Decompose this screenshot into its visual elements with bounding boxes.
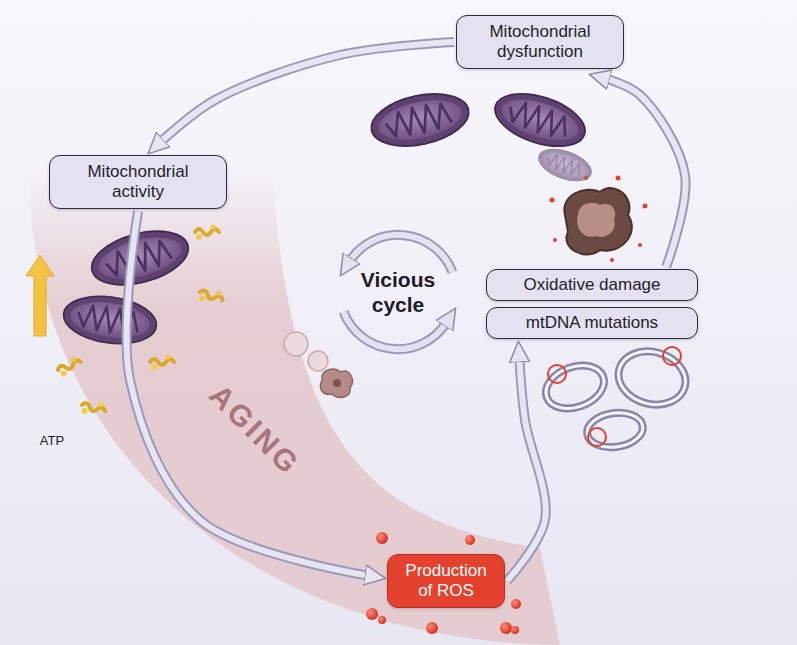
ros-speck (616, 176, 621, 181)
cycle-ring-arrow (344, 312, 447, 349)
atp-label: ATP (40, 433, 64, 449)
aging-band (30, 170, 560, 645)
mitochondrion (61, 291, 160, 349)
atp-molecule (150, 355, 174, 371)
ros-particle (511, 626, 519, 634)
cycle-ring-arrow (350, 235, 453, 272)
node-text: Mitochondrial dysfunction (467, 22, 613, 63)
ros-particle (511, 599, 521, 609)
ros-particle (366, 608, 378, 620)
cycle-ring-outline (344, 312, 447, 349)
connector-body (507, 358, 546, 581)
ros-speck (584, 176, 588, 180)
ros-particle (500, 622, 512, 634)
mitochondrion (488, 84, 591, 157)
cycle-arrow (606, 79, 686, 267)
connector-outline (160, 42, 454, 142)
connector-body (160, 42, 454, 142)
cycle-arrow (160, 42, 454, 142)
cell (308, 351, 328, 371)
node-text: mtDNA mutations (497, 313, 687, 333)
ros-particle (376, 532, 388, 544)
atp-molecule (55, 355, 83, 378)
ros-speck (610, 258, 614, 262)
mutation-marker (588, 428, 606, 446)
highlight-box: Production of ROS (387, 554, 505, 609)
ros-speck (550, 198, 555, 203)
mtdna-ring (585, 409, 645, 450)
ros-speck (638, 243, 642, 247)
mtdna-ring (612, 344, 691, 412)
damaged-cell (320, 369, 352, 397)
ros-speck (553, 238, 557, 242)
mutation-marker (548, 365, 566, 383)
node-text: Oxidative damage (497, 275, 687, 295)
cycle-ring-outline (350, 235, 453, 272)
ros-speck (643, 204, 648, 209)
atp-molecule (195, 225, 219, 241)
process-box: Oxidative damage (486, 269, 698, 301)
atp-molecule (197, 285, 225, 308)
mtdna-ring-core (540, 358, 610, 416)
ros-particle (426, 622, 438, 634)
mitochondrion (535, 143, 596, 187)
cycle-arrow (127, 211, 369, 575)
connector-outline (507, 358, 546, 581)
connector-body (127, 211, 369, 575)
cell (284, 332, 308, 356)
connector-body (606, 79, 686, 267)
connector-outline (606, 79, 686, 267)
process-box: mtDNA mutations (486, 307, 698, 339)
ros-particle (378, 616, 386, 624)
atp-molecule (80, 398, 107, 419)
mtdna-ring-core (612, 344, 691, 412)
process-box: Mitochondrial activity (49, 155, 227, 210)
mtdna-ring (540, 358, 610, 416)
node-text: Mitochondrial activity (60, 162, 216, 203)
node-text: Production of ROS (398, 561, 494, 602)
connector-outline (127, 211, 369, 575)
aging-label: AGING (202, 377, 308, 483)
process-box: Mitochondrial dysfunction (456, 15, 624, 70)
increase-arrow (26, 255, 54, 336)
mutation-marker (663, 347, 681, 365)
mtdna-ring-core (585, 409, 645, 450)
ros-particle (465, 535, 475, 545)
mitochondrion (86, 222, 194, 295)
mitochondrion (367, 86, 474, 154)
cycle-label: Vicious cycle (354, 267, 442, 317)
cell-core (333, 379, 341, 387)
cycle-arrow (507, 358, 546, 581)
damaged-organelle (564, 188, 631, 254)
damaged-organelle-core (577, 203, 615, 237)
